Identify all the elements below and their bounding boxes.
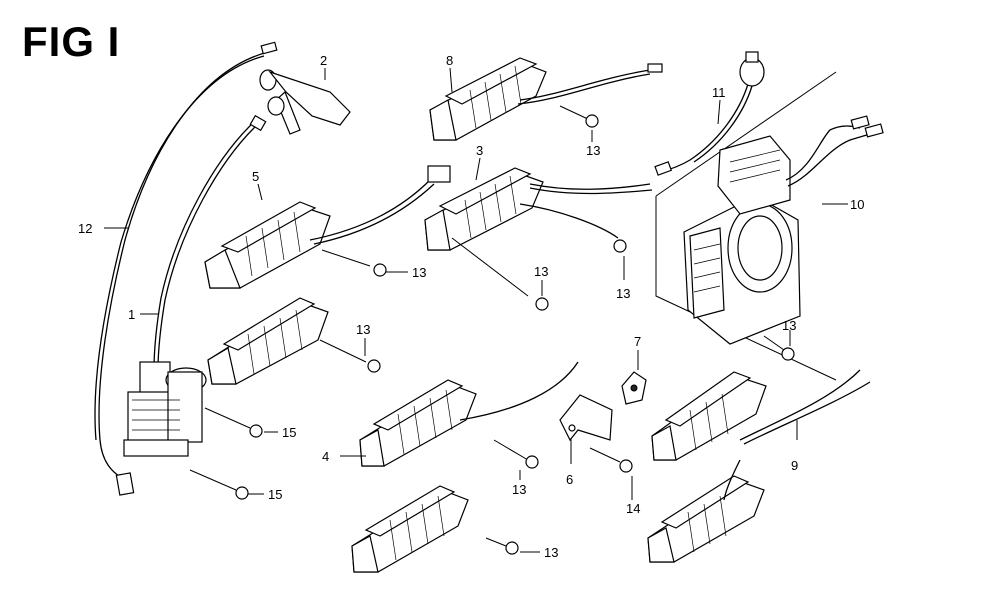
callout-labels: 1 2 3 4 5 6 7 8 9 10 11 12 13 13 13 13 1… bbox=[78, 53, 864, 560]
part-2-plug-cap bbox=[259, 69, 351, 135]
callout-7: 7 bbox=[634, 334, 641, 349]
callout-15-a: 15 bbox=[282, 425, 296, 440]
callout-8: 8 bbox=[446, 53, 453, 68]
callout-13-h: 13 bbox=[544, 545, 558, 560]
callout-2: 2 bbox=[320, 53, 327, 68]
part-charge-coil-bottom bbox=[351, 485, 519, 573]
part-12-cable bbox=[94, 41, 278, 496]
part-1-ignition-coil bbox=[123, 114, 267, 457]
callout-6: 6 bbox=[566, 472, 573, 487]
callout-4: 4 bbox=[322, 449, 329, 464]
part-15-bolts bbox=[189, 407, 263, 500]
callout-9: 9 bbox=[791, 458, 798, 473]
part-11-lead bbox=[654, 51, 765, 176]
part-6-bracket bbox=[559, 394, 613, 442]
callout-10: 10 bbox=[850, 197, 864, 212]
callout-13-e: 13 bbox=[356, 322, 370, 337]
callout-14: 14 bbox=[626, 501, 640, 516]
callout-12: 12 bbox=[78, 221, 92, 236]
callout-15-b: 15 bbox=[268, 487, 282, 502]
callout-13-g: 13 bbox=[512, 482, 526, 497]
callout-13-c: 13 bbox=[534, 264, 548, 279]
callout-13-d: 13 bbox=[616, 286, 630, 301]
callout-leaders bbox=[104, 67, 848, 553]
part-3-charge-coil bbox=[424, 167, 653, 311]
callout-5: 5 bbox=[252, 169, 259, 184]
part-5-charge-coil bbox=[204, 165, 451, 289]
part-7-clip bbox=[621, 371, 647, 405]
callout-13-a: 13 bbox=[586, 143, 600, 158]
figure-title: FIG I bbox=[22, 18, 121, 65]
callout-13-f: 13 bbox=[782, 318, 796, 333]
callout-13-b: 13 bbox=[412, 265, 426, 280]
part-4-charge-coil bbox=[359, 361, 579, 469]
part-charge-coil-lower-left bbox=[207, 297, 381, 385]
part-14-bolt bbox=[589, 447, 633, 473]
callout-3: 3 bbox=[476, 143, 483, 158]
part-8-charge-coil bbox=[429, 57, 663, 141]
part-10-stator bbox=[655, 71, 884, 381]
part-9-charge-coil-pair bbox=[647, 369, 871, 563]
callout-11: 11 bbox=[712, 85, 726, 100]
callout-1: 1 bbox=[128, 307, 135, 322]
